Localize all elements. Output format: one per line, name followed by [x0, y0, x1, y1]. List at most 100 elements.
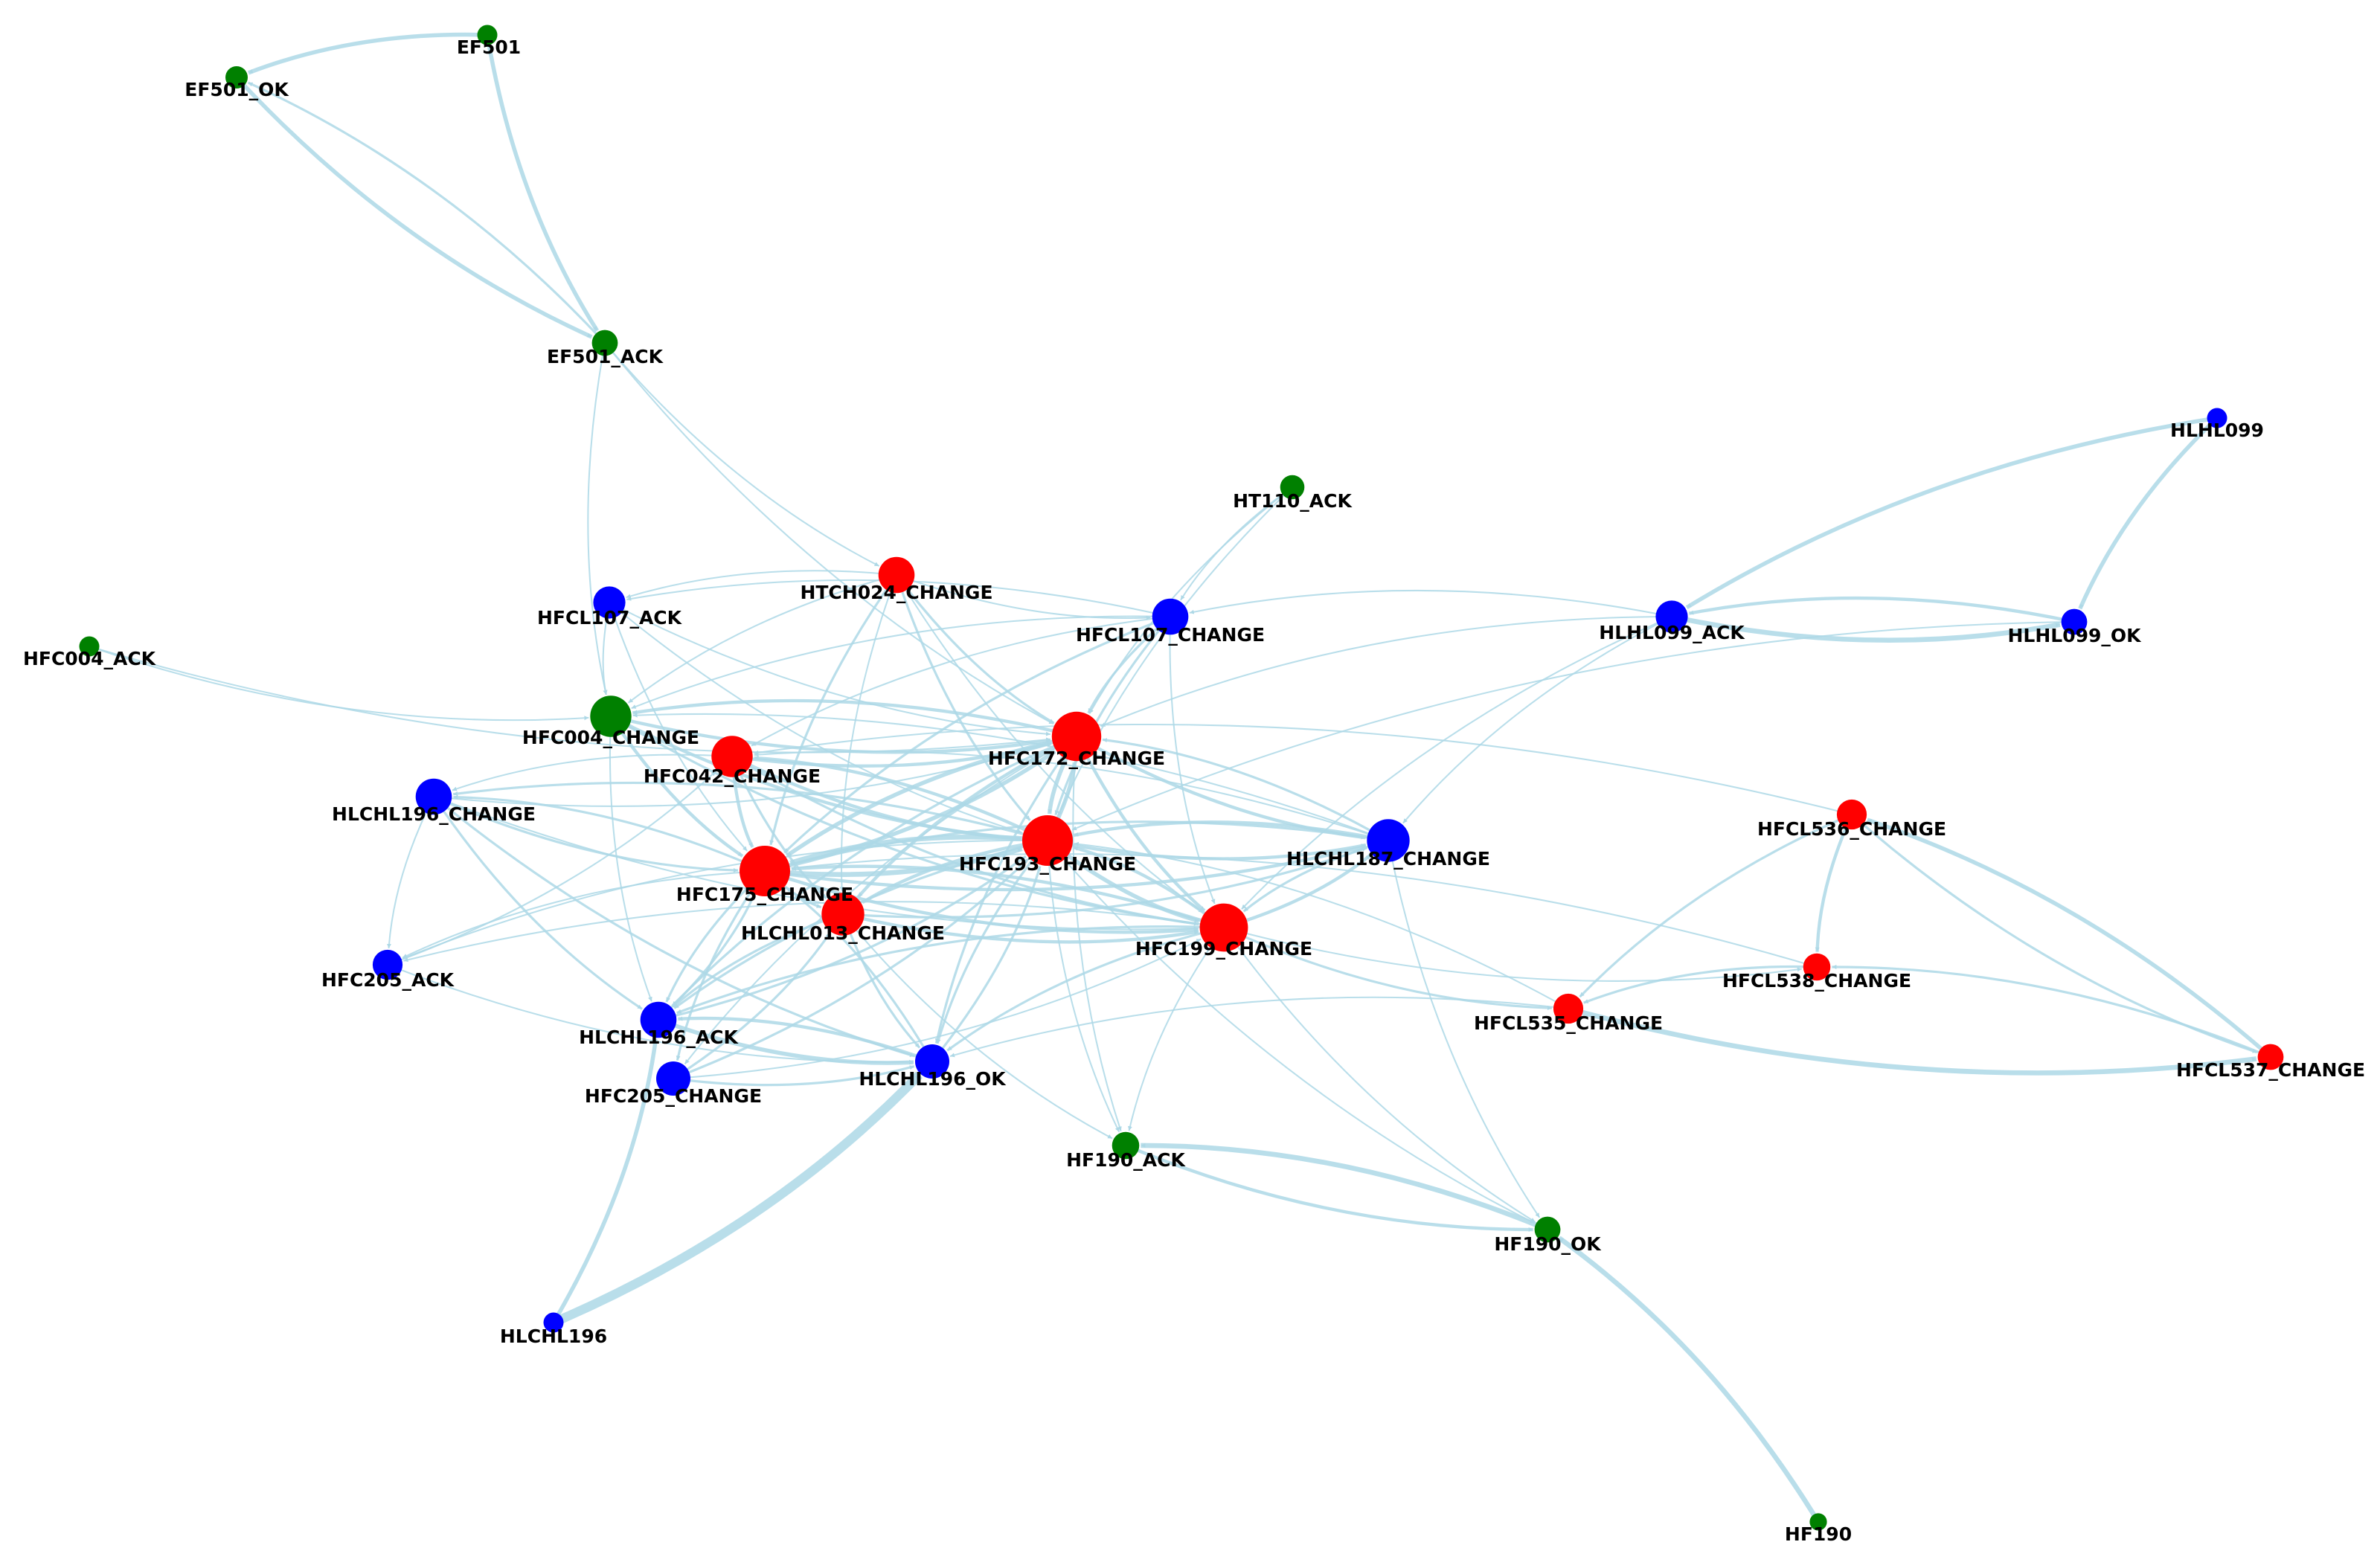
- edge-HFC172_CHANGE-to-HLCHL196_OK: [934, 736, 1078, 1044]
- node-HFCL535_CHANGE[interactable]: [1553, 993, 1584, 1024]
- edge-HLHL099-to-HLHL099_OK: [2078, 417, 2219, 610]
- edge-HFCL107_CHANGE-to-HFC193_CHANGE: [1054, 615, 1172, 816]
- node-HLCHL196_CHANGE[interactable]: [415, 778, 452, 815]
- edge-HLCHL187_CHANGE-to-HFC004_CHANGE: [632, 713, 1389, 841]
- node-HFC042_CHANGE[interactable]: [711, 736, 753, 777]
- node-label-HLHL099_OK: HLHL099_OK: [2007, 625, 2142, 646]
- edge-HFC193_CHANGE-to-HFC042_CHANGE: [754, 756, 1048, 842]
- node-HLCHL013_CHANGE[interactable]: [821, 893, 865, 936]
- node-HFCL538_CHANGE[interactable]: [1803, 953, 1831, 981]
- node-HFC205_CHANGE[interactable]: [656, 1061, 690, 1096]
- edge-HFCL107_ACK-to-HFC175_CHANGE: [609, 602, 748, 852]
- node-HFC175_CHANGE[interactable]: [740, 846, 790, 896]
- node-label-HFC042_CHANGE: HFC042_CHANGE: [644, 765, 821, 787]
- edge-HLCHL196_CHANGE-to-HLCHL196_OK: [432, 795, 915, 1058]
- node-HF190[interactable]: [1809, 1513, 1827, 1531]
- edge-HLCHL196_CHANGE-to-HLCHL196_ACK: [432, 796, 643, 1010]
- node-label-EF501: EF501: [457, 36, 521, 58]
- edge-HFCL535_CHANGE-to-HFCL537_CHANGE: [1568, 1006, 2257, 1076]
- node-HFCL537_CHANGE[interactable]: [2257, 1044, 2284, 1070]
- node-label-HFC193_CHANGE: HFC193_CHANGE: [959, 853, 1136, 875]
- node-HFC004_ACK[interactable]: [79, 636, 100, 657]
- node-label-HFCL537_CHANGE: HFCL537_CHANGE: [2176, 1059, 2365, 1081]
- edge-HFC205_CHANGE-to-HLCHL013_CHANGE: [673, 932, 831, 1080]
- node-HT110_ACK[interactable]: [1280, 475, 1305, 500]
- node-HFCL107_CHANGE[interactable]: [1152, 598, 1189, 635]
- node-label-HLCHL196: HLCHL196: [500, 1326, 607, 1347]
- edge-HFCL535_CHANGE-to-HLCHL196_OK: [949, 996, 1569, 1058]
- edge-HFCL107_ACK-to-HFC172_CHANGE: [609, 602, 1051, 736]
- node-label-HLCHL013_CHANGE: HLCHL013_CHANGE: [741, 922, 945, 944]
- node-HLCHL196_ACK[interactable]: [640, 1001, 677, 1038]
- node-label-HFC205_ACK: HFC205_ACK: [321, 969, 455, 991]
- node-HFC172_CHANGE[interactable]: [1051, 711, 1102, 762]
- edge-HFC199_CHANGE-to-HFC193_CHANGE: [1073, 846, 1225, 929]
- node-HF190_OK[interactable]: [1534, 1216, 1561, 1243]
- edge-HLCHL187_CHANGE-to-HFC199_CHANGE: [1242, 839, 1389, 913]
- edge-HFC199_CHANGE-to-HFCL535_CHANGE: [1223, 926, 1552, 1011]
- edge-HFCL107_CHANGE-to-HFC199_CHANGE: [1169, 616, 1216, 905]
- edge-EF501-to-EF501_OK: [247, 32, 488, 75]
- edge-HFC172_CHANGE-to-HFC199_CHANGE: [1075, 736, 1206, 913]
- edge-HFC193_CHANGE-to-HLCHL196_CHANGE: [452, 781, 1048, 842]
- node-HFC193_CHANGE[interactable]: [1022, 815, 1073, 866]
- edge-HLHL099_ACK-to-HLHL099_OK: [1671, 614, 2061, 643]
- edge-HLCHL187_CHANGE-to-HF190_OK: [1387, 840, 1541, 1218]
- edge-HFC205_CHANGE-to-HFC199_CHANGE: [673, 938, 1202, 1080]
- edge-HTCH024_CHANGE-to-HFC004_CHANGE: [627, 574, 897, 704]
- node-label-HT110_ACK: HT110_ACK: [1233, 490, 1353, 512]
- node-HLCHL187_CHANGE[interactable]: [1367, 819, 1410, 862]
- edge-HLCHL196_OK-to-HFC175_CHANGE: [785, 886, 934, 1062]
- edge-HLCHL196_ACK-to-HFC175_CHANGE: [657, 895, 755, 1021]
- edge-HFCL107_ACK-to-HFC193_CHANGE: [609, 602, 1022, 834]
- node-HLHL099_OK[interactable]: [2061, 608, 2088, 635]
- edge-HLCHL196_CHANGE-to-HFC199_CHANGE: [433, 796, 1199, 931]
- node-HFCL107_ACK[interactable]: [593, 586, 626, 619]
- node-HFCL536_CHANGE[interactable]: [1836, 799, 1867, 830]
- node-HFC199_CHANGE[interactable]: [1199, 903, 1248, 952]
- node-HFC004_CHANGE[interactable]: [590, 695, 632, 737]
- node-HLHL099_ACK[interactable]: [1655, 600, 1688, 633]
- edge-HLCHL013_CHANGE-to-HF190_ACK: [842, 913, 1113, 1140]
- edge-HFC199_CHANGE-to-HFC175_CHANGE: [791, 864, 1225, 930]
- node-EF501[interactable]: [477, 25, 498, 45]
- edge-HLCHL196_OK-to-HFC193_CHANGE: [931, 866, 1042, 1063]
- edge-HFC205_ACK-to-HLCHL196_OK: [387, 964, 914, 1064]
- edge-HFC205_ACK-to-HFC042_CHANGE: [387, 771, 716, 965]
- edge-HLHL099_OK-to-HLHL099_ACK: [1688, 596, 2075, 624]
- label-layer: EF501EF501_OKEF501_ACKHT110_ACKHTCH024_C…: [23, 36, 2365, 1545]
- edge-HFC042_CHANGE-to-HLCHL196_CHANGE: [452, 754, 733, 791]
- edge-HFC172_CHANGE-to-HF190_ACK: [1072, 736, 1122, 1131]
- edge-HFC205_CHANGE-to-HFC193_CHANGE: [673, 858, 1030, 1080]
- edge-HFCL538_CHANGE-to-HFCL535_CHANGE: [1583, 965, 1818, 1004]
- edge-HFC004_ACK-to-HFC172_CHANGE: [89, 646, 1051, 754]
- node-HLCHL196[interactable]: [543, 1312, 564, 1333]
- edge-HF190_OK-to-HF190_ACK: [1141, 1143, 1549, 1233]
- node-HTCH024_CHANGE[interactable]: [878, 556, 915, 594]
- edge-HFC175_CHANGE-to-HFC193_CHANGE: [764, 846, 1023, 878]
- edge-HLHL099_ACK-to-HFC199_CHANGE: [1241, 616, 1672, 910]
- edge-HFCL538_CHANGE-to-HFC175_CHANGE: [791, 853, 1818, 968]
- edge-HLCHL187_CHANGE-to-HFC193_CHANGE: [1073, 820, 1389, 843]
- node-label-HFC205_CHANGE: HFC205_CHANGE: [585, 1085, 762, 1107]
- node-label-HLCHL196_CHANGE: HLCHL196_CHANGE: [332, 803, 536, 825]
- node-HF190_ACK[interactable]: [1112, 1131, 1140, 1160]
- node-EF501_OK[interactable]: [225, 66, 248, 89]
- node-label-HFCL107_ACK: HFCL107_ACK: [537, 607, 683, 629]
- edge-HFC004_ACK-to-HFC004_CHANGE: [89, 646, 589, 722]
- node-HFC205_ACK[interactable]: [372, 949, 403, 980]
- node-label-HFC175_CHANGE: HFC175_CHANGE: [676, 884, 853, 905]
- edge-HFCL536_CHANGE-to-HFCL538_CHANGE: [1815, 814, 1853, 952]
- node-layer: [79, 25, 2284, 1531]
- edge-EF501_ACK-to-EF501_OK: [247, 81, 606, 344]
- node-label-HTCH024_CHANGE: HTCH024_CHANGE: [800, 582, 992, 603]
- edge-HFC193_CHANGE-to-HLCHL196_OK: [936, 839, 1049, 1044]
- edge-HFC199_CHANGE-to-HLCHL196_ACK: [676, 925, 1225, 1015]
- node-EF501_ACK[interactable]: [591, 330, 618, 356]
- node-label-HFC172_CHANGE: HFC172_CHANGE: [988, 748, 1165, 769]
- edge-HLHL099_OK-to-HFC193_CHANGE: [1071, 620, 2075, 831]
- edge-HFC172_CHANGE-to-HFC175_CHANGE: [786, 734, 1077, 858]
- node-label-HLCHL196_OK: HLCHL196_OK: [859, 1068, 1007, 1090]
- node-HLHL099[interactable]: [2207, 408, 2227, 428]
- node-HLCHL196_OK[interactable]: [915, 1044, 949, 1079]
